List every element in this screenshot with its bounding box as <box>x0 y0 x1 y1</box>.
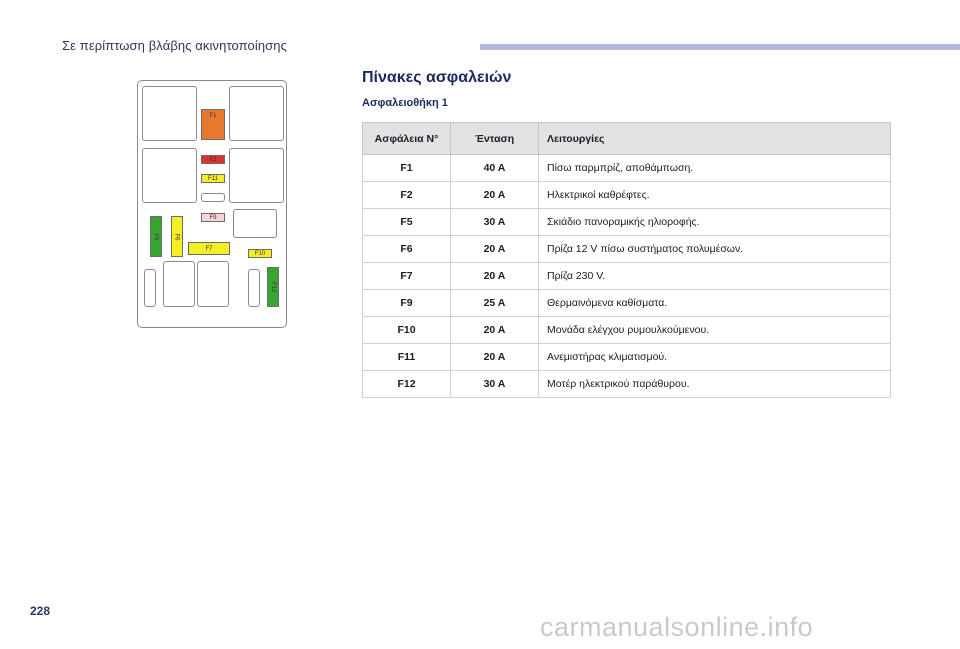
table-row: F5 30 A Σκιάδιο πανοραμικής ηλιοροφής. <box>362 208 891 236</box>
fuse-amperage: 20 A <box>450 343 539 371</box>
fuse-function: Ηλεκτρικοί καθρέφτες. <box>538 181 891 209</box>
table-header-row: Ασφάλεια N° Ένταση Λειτουργίες <box>362 122 891 155</box>
empty-fuse-slot <box>248 269 260 307</box>
fuse-number: F6 <box>362 235 451 263</box>
fuse-function: Σκιάδιο πανοραμικής ηλιοροφής. <box>538 208 891 236</box>
fuse-box-diagram: F1 F2 F11 F9 F5 F6 F7 F10 F12 <box>137 80 287 328</box>
empty-fuse-slot <box>144 269 156 307</box>
fuse-amperage: 40 A <box>450 154 539 182</box>
fuse-f9: F9 <box>201 213 225 222</box>
fuse-amperage: 25 A <box>450 289 539 317</box>
section-header: Σε περίπτωση βλάβης ακινητοποίησης <box>62 38 287 53</box>
table-row: F9 25 A Θερμαινόμενα καθίσματα. <box>362 289 891 317</box>
fuse-number: F11 <box>362 343 451 371</box>
fuse-amperage: 30 A <box>450 370 539 398</box>
fuse-table: Ασφάλεια N° Ένταση Λειτουργίες F1 40 A Π… <box>362 122 891 398</box>
relay-slot <box>142 148 197 203</box>
fuse-amperage: 20 A <box>450 316 539 344</box>
fuse-function: Μοτέρ ηλεκτρικού παράθυρου. <box>538 370 891 398</box>
fuse-function: Θερμαινόμενα καθίσματα. <box>538 289 891 317</box>
relay-slot <box>197 261 229 307</box>
relay-slot <box>233 209 277 238</box>
header-accent-bar <box>480 44 960 50</box>
relay-slot <box>163 261 195 307</box>
table-row: F1 40 A Πίσω παρμπρίζ, αποθάμπωση. <box>362 154 891 182</box>
relay-slot <box>229 86 284 141</box>
fuse-number: F7 <box>362 262 451 290</box>
page-number: 228 <box>30 604 51 618</box>
fuse-amperage: 20 A <box>450 235 539 263</box>
fuse-f12: F12 <box>267 267 279 307</box>
fuse-f10: F10 <box>248 249 272 258</box>
fuse-f6: F6 <box>171 216 183 257</box>
fuse-number: F9 <box>362 289 451 317</box>
table-row: F11 20 A Ανεμιστήρας κλιματισμού. <box>362 343 891 371</box>
watermark: carmanualsonline.info <box>540 612 814 642</box>
fuse-amperage: 20 A <box>450 181 539 209</box>
fuse-function: Ανεμιστήρας κλιματισμού. <box>538 343 891 371</box>
fuse-amperage: 30 A <box>450 208 539 236</box>
table-row: F7 20 A Πρίζα 230 V. <box>362 262 891 290</box>
column-header-amperage: Ένταση <box>450 122 539 155</box>
column-header-fuse: Ασφάλεια N° <box>362 122 451 155</box>
fuse-number: F12 <box>362 370 451 398</box>
fuse-box-subtitle: Ασφαλειοθήκη 1 <box>362 97 448 109</box>
page-title: Πίνακες ασφαλειών <box>362 69 512 86</box>
table-row: F10 20 A Μονάδα ελέγχου ρυμουλκούμενου. <box>362 316 891 344</box>
empty-fuse-slot <box>201 193 225 202</box>
fuse-f11: F11 <box>201 174 225 183</box>
relay-slot <box>142 86 197 141</box>
fuse-number: F5 <box>362 208 451 236</box>
fuse-f7: F7 <box>188 242 230 255</box>
table-row: F6 20 A Πρίζα 12 V πίσω συστήματος πολυμ… <box>362 235 891 263</box>
fuse-function: Πρίζα 12 V πίσω συστήματος πολυμέσων. <box>538 235 891 263</box>
fuse-number: F1 <box>362 154 451 182</box>
fuse-number: F2 <box>362 181 451 209</box>
column-header-functions: Λειτουργίες <box>538 122 891 155</box>
table-row: F12 30 A Μοτέρ ηλεκτρικού παράθυρου. <box>362 370 891 398</box>
fuse-function: Πρίζα 230 V. <box>538 262 891 290</box>
fuse-function: Πίσω παρμπρίζ, αποθάμπωση. <box>538 154 891 182</box>
fuse-function: Μονάδα ελέγχου ρυμουλκούμενου. <box>538 316 891 344</box>
fuse-f2: F2 <box>201 155 225 164</box>
fuse-f1: F1 <box>201 109 225 140</box>
relay-slot <box>229 148 284 203</box>
table-row: F2 20 A Ηλεκτρικοί καθρέφτες. <box>362 181 891 209</box>
fuse-number: F10 <box>362 316 451 344</box>
fuse-f5: F5 <box>150 216 162 257</box>
fuse-amperage: 20 A <box>450 262 539 290</box>
